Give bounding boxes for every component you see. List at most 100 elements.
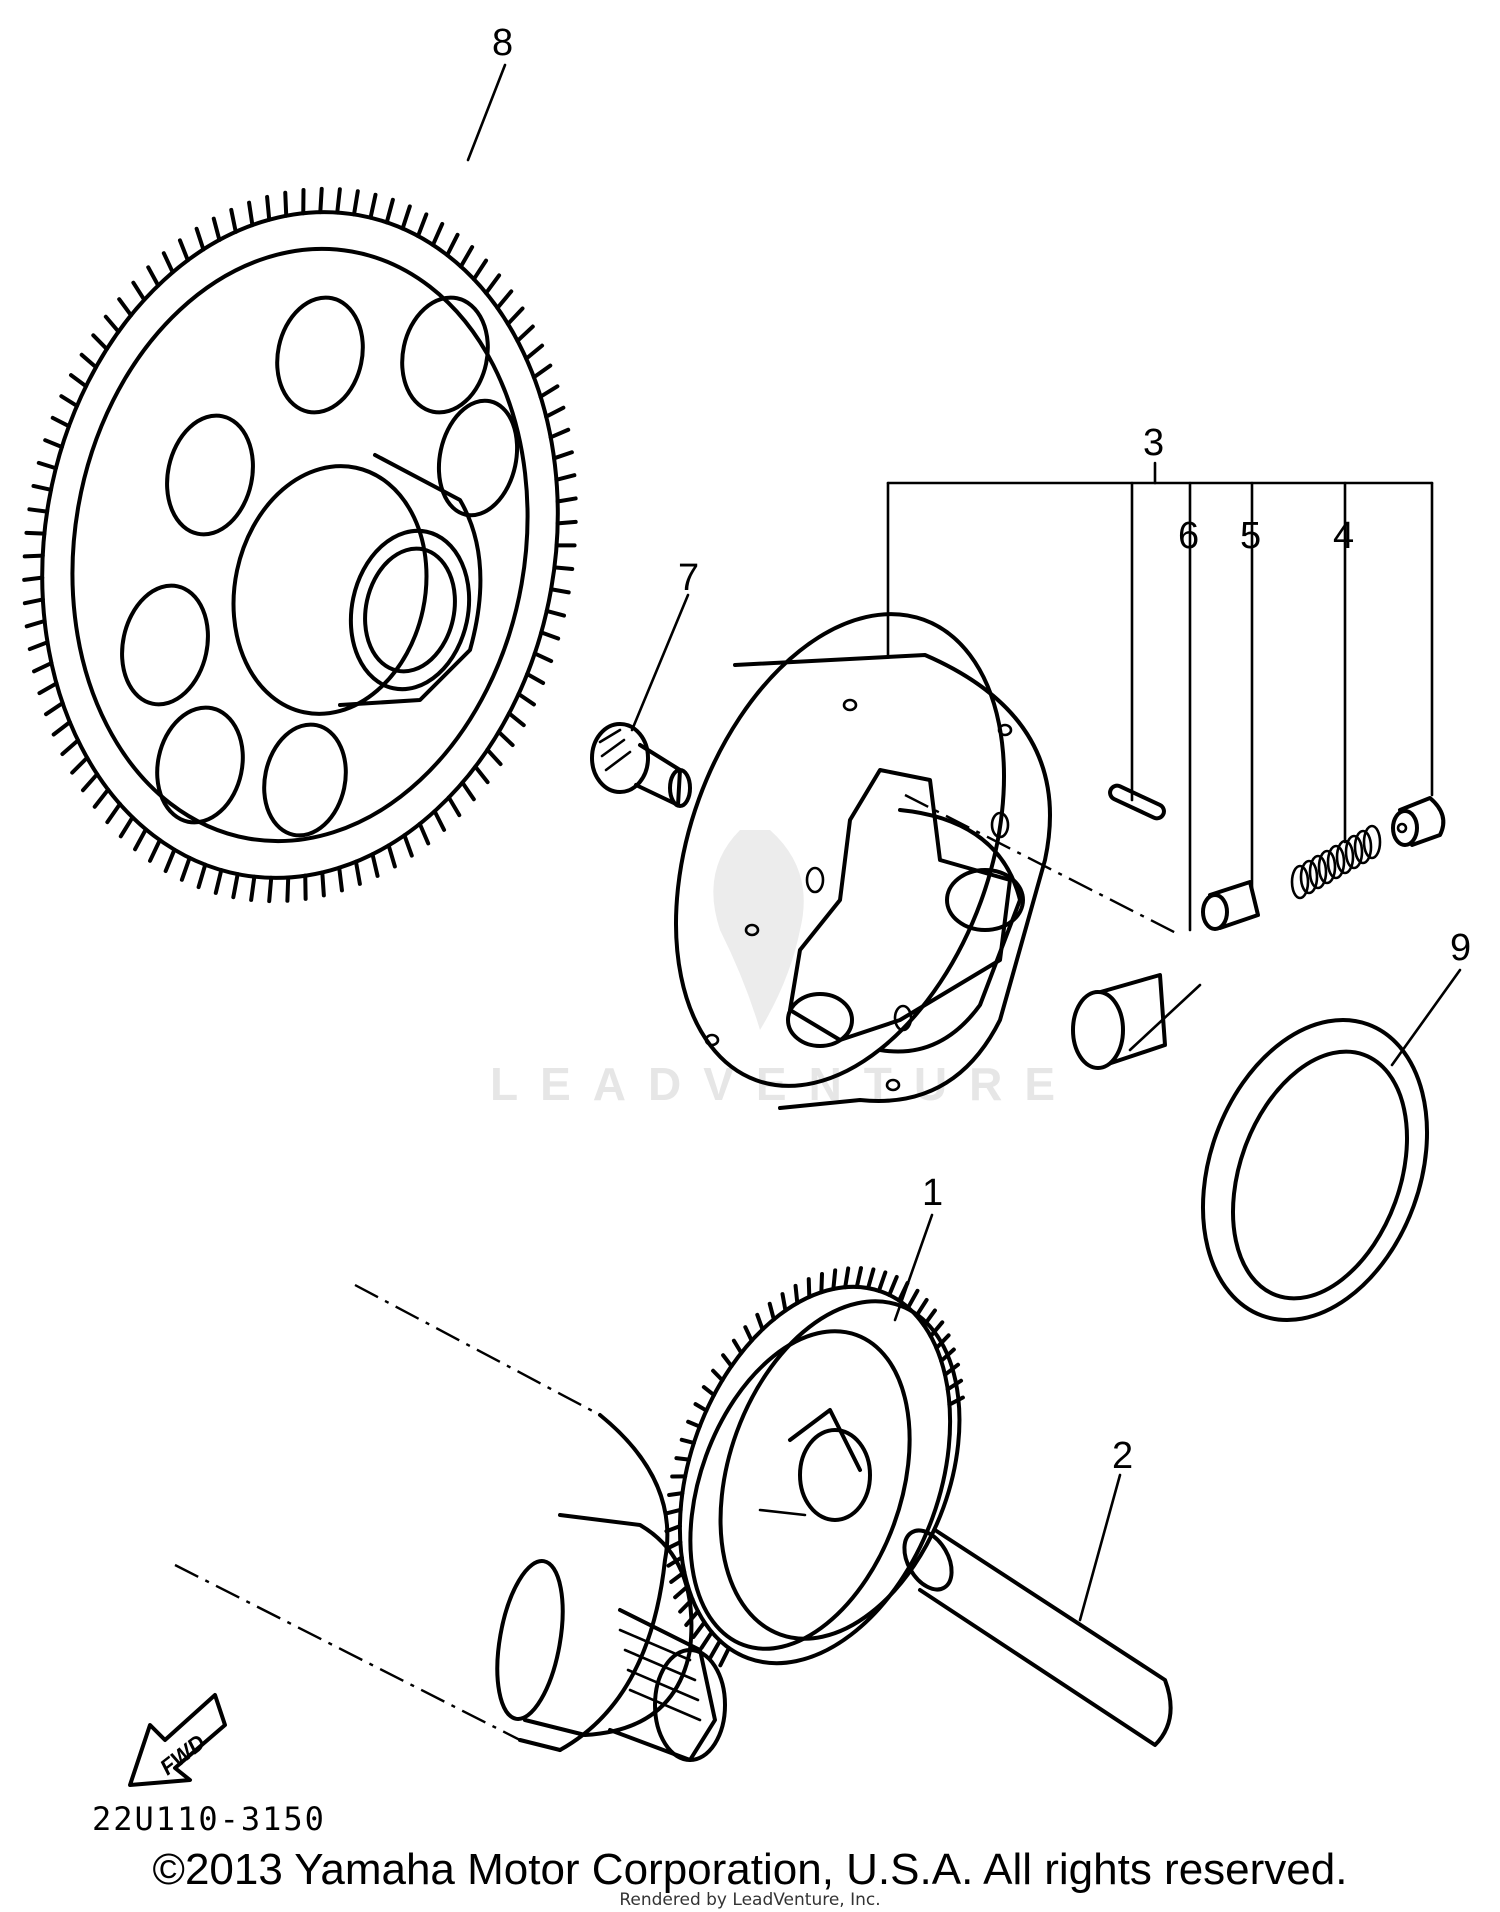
part-4-spring[interactable] [1290,824,1382,900]
gear-tooth [806,1277,812,1299]
part-7-bolt[interactable] [590,722,692,808]
gear-tooth [552,450,574,461]
gear-tooth [229,207,238,234]
gear-tooth [673,1584,690,1600]
gear-tooth [767,1301,776,1322]
part-5-plunger[interactable] [1201,880,1260,931]
spring-coil [1335,839,1355,875]
gear-tooth [555,496,578,504]
gear-tooth [337,865,344,893]
gear-tooth [247,200,255,228]
gear-tooth [80,772,100,793]
gear-tooth [669,1570,687,1584]
gear-tooth [70,755,90,775]
part-8-starter-wheel-gear[interactable] [0,171,609,919]
gear-tooth [27,507,50,514]
gear-tooth [91,333,109,352]
gear-tooth [496,729,515,748]
gear-tooth [24,530,47,536]
gear-tooth [417,821,431,846]
gear-tooth [335,187,342,215]
gear-tooth [285,875,291,903]
gear-tooth [79,352,98,370]
gear-tooth [928,1320,945,1339]
gear-tooth [211,216,222,243]
gear-tooth [105,802,122,825]
spring-coil [1290,864,1310,900]
gear-tooth [678,1597,695,1614]
spring-cap[interactable] [1391,796,1446,847]
part-6-roller[interactable] [1071,973,1167,1070]
gear-tooth [708,1638,722,1660]
gear-tooth [318,186,324,215]
pin[interactable] [1108,783,1166,821]
gear-tooth [544,405,566,419]
gear-tooth [548,427,571,440]
callout-2: 2 [1112,1435,1133,1477]
gear-tooth [265,194,272,222]
gear-tooth [44,701,65,717]
gear-tooth [552,565,575,571]
gear-tooth [666,1555,684,1568]
gear-tooth [22,575,45,582]
gear-tooth [32,661,54,674]
gear-tooth [686,1419,702,1429]
starter-motor [174,1283,727,1762]
gear-tooth [50,415,71,429]
gear-tooth [283,190,289,218]
gear-tooth [31,483,53,492]
gear-tooth [505,306,525,326]
callout-5: 5 [1240,515,1261,557]
gear-tooth [430,221,445,247]
spring-coil [1362,824,1382,860]
gear-tooth [866,1267,876,1291]
gear-tooth [538,384,560,399]
gear-tooth [755,1312,765,1332]
callout-8: 8 [492,22,513,64]
callout-7: 7 [678,557,699,599]
gear-tooth [37,681,59,696]
spring-coil [1353,829,1373,865]
gear-tooth [92,787,111,809]
gear-tooth [664,1524,682,1534]
gear-tooth [693,1402,709,1413]
gear-tooth [664,1540,683,1551]
gear-tooth [701,1385,716,1398]
gear-tooth [679,1437,696,1445]
gear-tooth [51,720,72,737]
gear-tooth [539,630,561,641]
gear-tooth [43,438,64,450]
gear-tooth [36,460,58,471]
gear-tooth [524,343,545,361]
gear-tooth [131,280,147,302]
callout-9: 9 [1450,927,1471,969]
gear-tooth [445,232,460,258]
gear-tooth [718,1646,731,1668]
part-3-starter-clutch-assembly[interactable] [615,568,1181,1131]
part-2-shaft[interactable] [895,1522,1173,1747]
gear-tooth [906,1288,920,1310]
gear-tooth [24,618,47,629]
gear-tooth [854,1266,863,1289]
part-1-idler-gear[interactable] [631,1249,1003,1701]
gear-tooth [793,1283,800,1306]
gear-tooth [249,874,257,902]
gear-tooth [684,1609,700,1627]
gear-tooth [416,212,429,239]
gear-teeth [664,1266,965,1668]
gear-tooth [60,738,80,757]
gear-tooth [432,809,447,832]
spring-coil [1299,859,1319,895]
gear-tooth [446,795,462,818]
spring-coil [1317,849,1337,885]
gear-tooth [460,780,476,802]
gear-tooth [22,553,45,559]
part-9-washer[interactable] [1163,988,1466,1351]
gear-tooth [665,1507,683,1516]
gear-tooth [711,1368,725,1383]
gear-tooth [402,833,414,858]
gear-tooth [161,251,175,275]
gear-tooth [179,855,192,882]
gear-tooth [117,297,134,318]
